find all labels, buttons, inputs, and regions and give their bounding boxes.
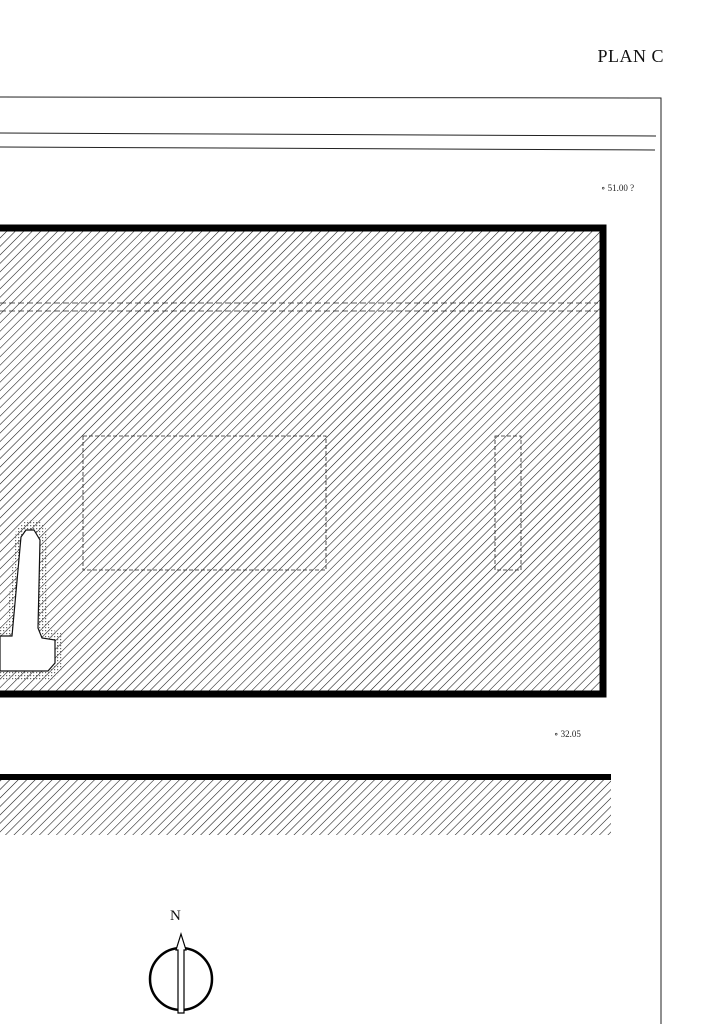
lower-road-hatch <box>0 779 611 835</box>
platform-outline <box>0 224 607 698</box>
elevation-label-bottom: ∘ 32.05 <box>554 729 581 739</box>
dashed-rect-small <box>494 435 522 571</box>
elevation-label-top: ∘ 51.00 ? <box>601 183 635 193</box>
north-arrow-label: N <box>170 908 181 924</box>
road-line-lower <box>0 146 656 151</box>
cut-interior <box>0 529 56 672</box>
plan-title: PLAN C <box>597 46 664 66</box>
dashed-rect-large <box>82 435 327 571</box>
lower-road-edge <box>0 774 611 780</box>
hatched-platform <box>0 228 603 694</box>
north-arrow-shaft <box>175 931 187 1014</box>
sheet-border <box>0 96 662 1024</box>
north-arrow <box>148 931 214 1014</box>
road-line-upper <box>0 132 657 137</box>
